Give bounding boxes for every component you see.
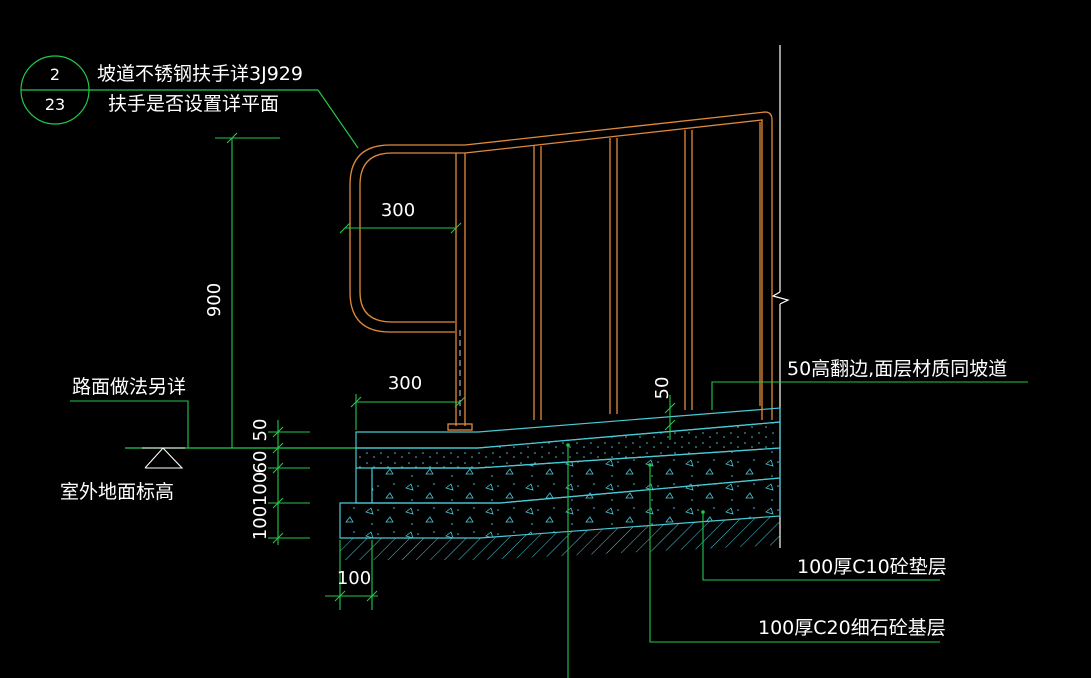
leader-dot (701, 510, 705, 514)
callout-line1: 坡道不锈钢扶手详3J929 (97, 63, 303, 85)
dim-50-text: 50 (250, 419, 271, 442)
soil-hatch (340, 516, 780, 560)
c20-note: 100厚C20细石砼基层 (758, 617, 946, 639)
dimension-100-bottom (325, 540, 378, 610)
leader-dot (566, 443, 570, 447)
leader-dot (648, 463, 652, 467)
dim-100-bottom-text: 100 (337, 568, 371, 589)
callout-leader (317, 89, 359, 149)
dim-300-top-text: 300 (381, 200, 415, 221)
dimension-900 (215, 132, 280, 448)
dim-100b-text: 100 (250, 506, 271, 540)
dimension-300-lower (350, 394, 466, 430)
curb-note: 50高翻边,面层材质同坡道 (787, 358, 1007, 380)
dim-60-text: 60 (250, 451, 271, 474)
dim-curb-50-text: 50 (652, 377, 673, 400)
stainless-handrail (349, 111, 773, 431)
road-note: 路面做法另详 (72, 376, 186, 398)
dim-900-text: 900 (204, 283, 225, 317)
dimension-300-top (339, 222, 462, 234)
dimension-curb-50 (664, 395, 676, 440)
symbol-top-number: 2 (50, 65, 60, 84)
c10-note: 100厚C10砼垫层 (797, 556, 947, 578)
callout-line2: 扶手是否设置详平面 (108, 93, 279, 115)
elevation-marker (142, 447, 185, 469)
detail-reference-symbol: 2 23 (20, 55, 318, 125)
dimension-stack (268, 420, 310, 545)
dim-100a-text: 100 (250, 472, 271, 506)
label-leaders (70, 381, 1028, 678)
dim-300-lower-text: 300 (388, 373, 422, 394)
symbol-bottom-number: 23 (45, 95, 65, 114)
outdoor-elevation-note: 室外地面标高 (60, 481, 174, 503)
